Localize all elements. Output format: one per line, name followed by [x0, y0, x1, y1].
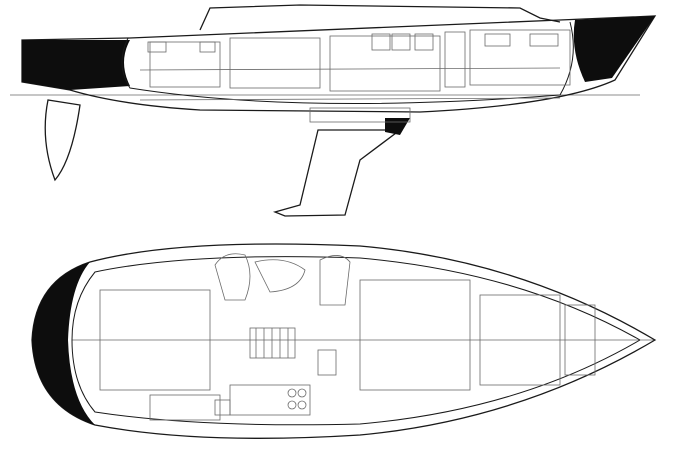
profile-interior: [139, 29, 571, 123]
bow-black: [573, 16, 655, 82]
plan-interior: [99, 253, 596, 421]
plan-view: [31, 243, 657, 439]
rudder: [44, 99, 81, 182]
keel-fin: [272, 129, 402, 217]
profile-view: [10, 4, 657, 217]
cabin-top: [199, 4, 561, 31]
keel-root-black: [385, 118, 410, 135]
plan-hull: [31, 243, 657, 439]
stern-black: [32, 262, 95, 425]
profile-hull: [21, 15, 657, 113]
hull-inner-line: [121, 21, 574, 105]
stern-black: [22, 40, 130, 90]
